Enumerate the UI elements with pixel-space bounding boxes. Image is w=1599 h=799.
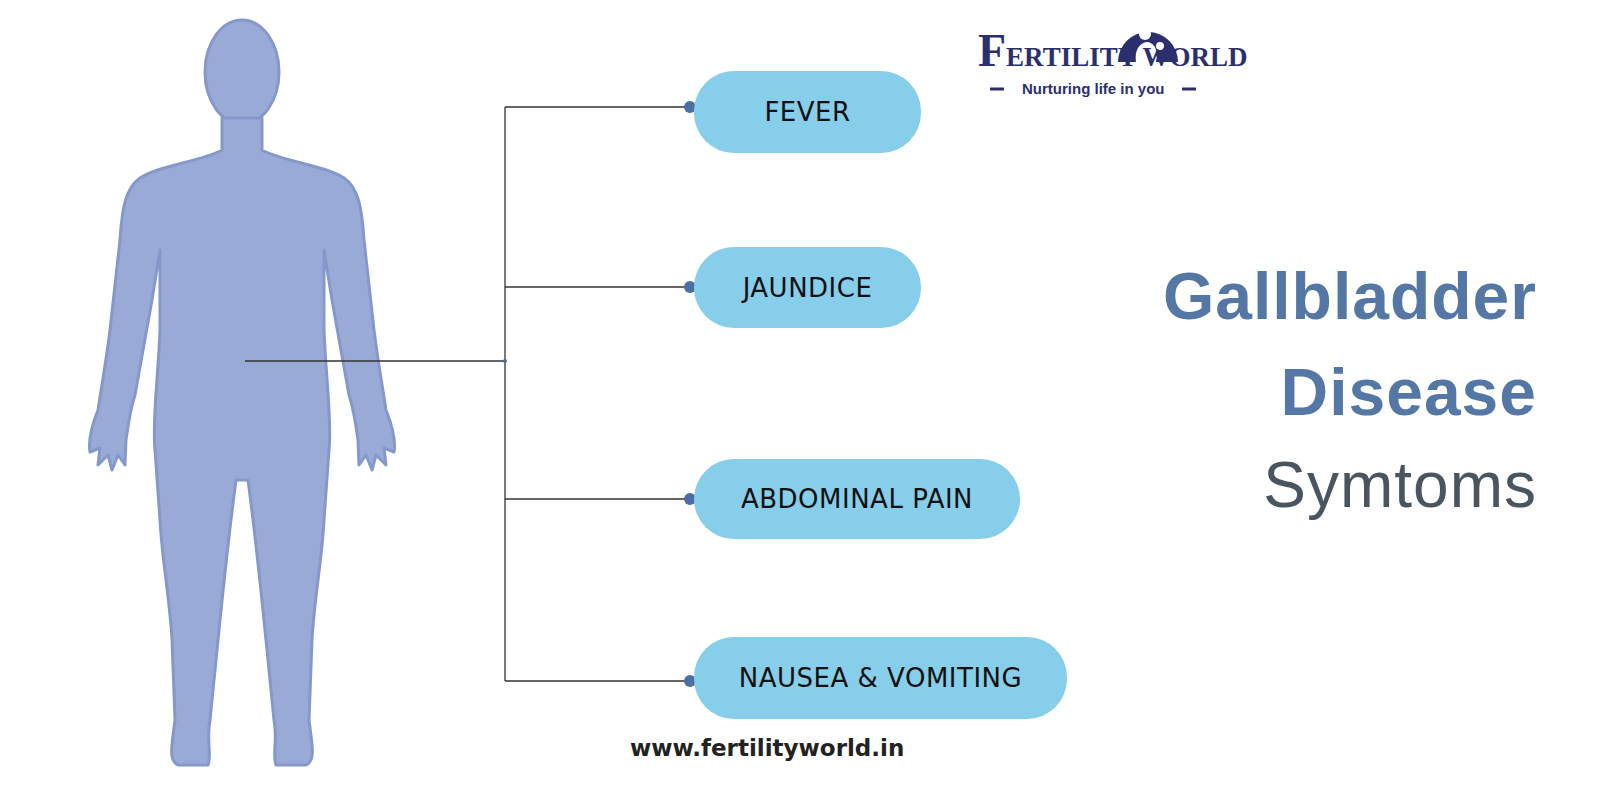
diagram-title: Gallbladder Disease xyxy=(1077,248,1537,440)
symptom-pill: NAUSEA & VOMITING xyxy=(694,637,1067,719)
human-figure xyxy=(89,20,394,765)
symptom-pill: ABDOMINAL PAIN xyxy=(694,459,1020,539)
symptom-text: FEVER xyxy=(764,97,850,127)
logo-tagline: Nurturing life in you xyxy=(1022,80,1165,97)
symptom-text: NAUSEA & VOMITING xyxy=(739,663,1022,693)
subtitle-text: Symtoms xyxy=(1077,448,1537,522)
symptom-text: JAUNDICE xyxy=(743,273,873,303)
logo-text: FERTILITY WORLD xyxy=(978,24,1247,77)
website-url: www.fertilityworld.in xyxy=(630,735,904,761)
symptom-text: ABDOMINAL PAIN xyxy=(741,484,973,514)
bracket-lines xyxy=(245,107,688,681)
symptom-pill: FEVER xyxy=(694,71,921,153)
connector-dots xyxy=(503,101,696,687)
symptom-pill: JAUNDICE xyxy=(694,247,921,328)
